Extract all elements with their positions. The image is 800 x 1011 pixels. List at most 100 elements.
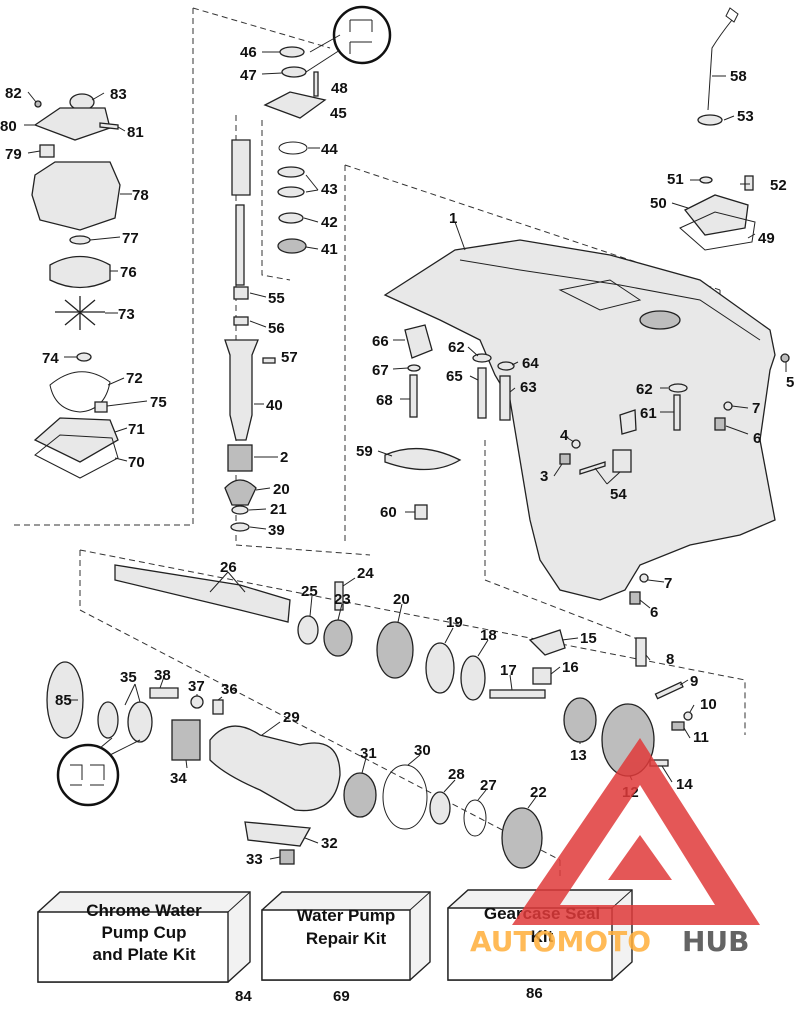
kit-86-line-2: Kit bbox=[531, 927, 554, 946]
kit-box-84-face bbox=[37, 911, 229, 983]
pump-plate-80 bbox=[33, 107, 111, 141]
watermark-triangle-icon bbox=[512, 738, 760, 925]
bolt-61 bbox=[673, 394, 681, 431]
seal-75 bbox=[94, 401, 108, 413]
callout-53: 53 bbox=[737, 108, 754, 125]
screw-68 bbox=[409, 374, 418, 418]
thrust-washer-19 bbox=[425, 642, 455, 694]
stud-65 bbox=[477, 367, 487, 419]
callout-52: 52 bbox=[770, 177, 787, 194]
callout-57: 57 bbox=[281, 349, 298, 366]
callout-20-lower: 20 bbox=[393, 591, 410, 608]
seal-detail-top bbox=[349, 19, 373, 54]
callout-50: 50 bbox=[650, 195, 667, 212]
callout-67: 67 bbox=[372, 362, 389, 379]
screw-82 bbox=[34, 100, 42, 108]
oring-30 bbox=[382, 764, 428, 830]
callout-37: 37 bbox=[188, 678, 205, 695]
impeller-73 bbox=[55, 296, 105, 330]
callout-5: 5 bbox=[786, 374, 794, 391]
callout-14: 14 bbox=[676, 776, 693, 793]
callout-20-upper: 20 bbox=[273, 481, 290, 498]
shift-rod-handle bbox=[725, 7, 739, 23]
driveshaft-assembly bbox=[224, 46, 327, 532]
washer-28 bbox=[429, 791, 451, 825]
seal-detail-bottom bbox=[70, 764, 105, 786]
oring-77 bbox=[69, 235, 91, 245]
leader-lines bbox=[24, 51, 787, 860]
washer-7b bbox=[639, 573, 649, 583]
callout-9: 9 bbox=[690, 673, 698, 690]
pump-housing-78 bbox=[31, 161, 121, 231]
gasket-49 bbox=[679, 211, 756, 251]
callout-6-upper: 6 bbox=[753, 430, 761, 447]
pinion-gear-20 bbox=[224, 479, 257, 506]
retainer-85 bbox=[46, 661, 84, 739]
washer-37 bbox=[190, 695, 204, 709]
screw-6a bbox=[714, 417, 726, 431]
washer-62a bbox=[472, 353, 492, 363]
callout-18: 18 bbox=[480, 627, 497, 644]
bolt-81 bbox=[99, 122, 119, 130]
cam-16 bbox=[532, 667, 552, 685]
seal-53 bbox=[697, 114, 723, 126]
callout-32: 32 bbox=[321, 835, 338, 852]
clutch-23 bbox=[323, 619, 353, 657]
callout-2: 2 bbox=[280, 449, 288, 466]
seal-35a bbox=[97, 701, 119, 739]
callout-17: 17 bbox=[500, 662, 517, 679]
callout-13: 13 bbox=[570, 747, 587, 764]
callout-45: 45 bbox=[330, 105, 347, 122]
callout-40: 40 bbox=[266, 397, 283, 414]
propshaft-26 bbox=[114, 564, 291, 623]
insert-79 bbox=[39, 144, 55, 158]
callout-30: 30 bbox=[414, 742, 431, 759]
plug-66 bbox=[404, 324, 433, 359]
callout-60: 60 bbox=[380, 504, 397, 521]
callout-82: 82 bbox=[5, 85, 22, 102]
seal-47 bbox=[281, 66, 307, 78]
callout-68: 68 bbox=[376, 392, 393, 409]
callout-16: 16 bbox=[562, 659, 579, 676]
spline-55 bbox=[233, 286, 249, 300]
kit-84-number: 84 bbox=[235, 988, 252, 1005]
washer-67 bbox=[407, 364, 421, 372]
callout-27: 27 bbox=[480, 777, 497, 794]
gearcase-cavity bbox=[558, 279, 642, 311]
callout-74: 74 bbox=[42, 350, 59, 367]
kit-86-number: 86 bbox=[526, 985, 543, 1002]
callout-44: 44 bbox=[321, 141, 338, 158]
callout-51: 51 bbox=[667, 171, 684, 188]
callout-58: 58 bbox=[730, 68, 747, 85]
pin-24 bbox=[334, 581, 344, 611]
kit-box-69: Water Pump Repair Kit 69 bbox=[261, 891, 431, 1005]
callout-62-right: 62 bbox=[636, 381, 653, 398]
callout-labels: 1 2 3 4 5 6 6 7 7 8 9 10 11 12 13 14 15 … bbox=[0, 44, 794, 868]
screw-38 bbox=[149, 687, 179, 699]
washer-7a bbox=[723, 401, 733, 411]
pump-liner-76 bbox=[49, 255, 111, 289]
callout-59: 59 bbox=[356, 443, 373, 460]
callout-73: 73 bbox=[118, 306, 135, 323]
washer-62b bbox=[668, 383, 688, 393]
plate-32 bbox=[244, 821, 312, 847]
callout-35: 35 bbox=[120, 669, 137, 686]
bearing-31 bbox=[343, 772, 377, 818]
callout-8: 8 bbox=[666, 651, 674, 668]
callout-48: 48 bbox=[331, 80, 348, 97]
oring-51 bbox=[699, 176, 713, 184]
callout-21: 21 bbox=[270, 501, 287, 518]
kit-84-line-2: Pump Cup bbox=[102, 923, 187, 942]
callout-15: 15 bbox=[580, 630, 597, 647]
housing-45 bbox=[263, 91, 327, 119]
callout-56: 56 bbox=[268, 320, 285, 337]
callout-70: 70 bbox=[128, 454, 145, 471]
clip-25 bbox=[297, 615, 319, 645]
screw-60 bbox=[414, 504, 428, 520]
callout-28: 28 bbox=[448, 766, 465, 783]
anode-54 bbox=[612, 449, 632, 473]
watermark-text-part-1: AUTOMOTO bbox=[470, 925, 651, 958]
pin-9 bbox=[654, 681, 684, 700]
screw-11 bbox=[671, 721, 685, 731]
washer-64 bbox=[497, 361, 515, 371]
